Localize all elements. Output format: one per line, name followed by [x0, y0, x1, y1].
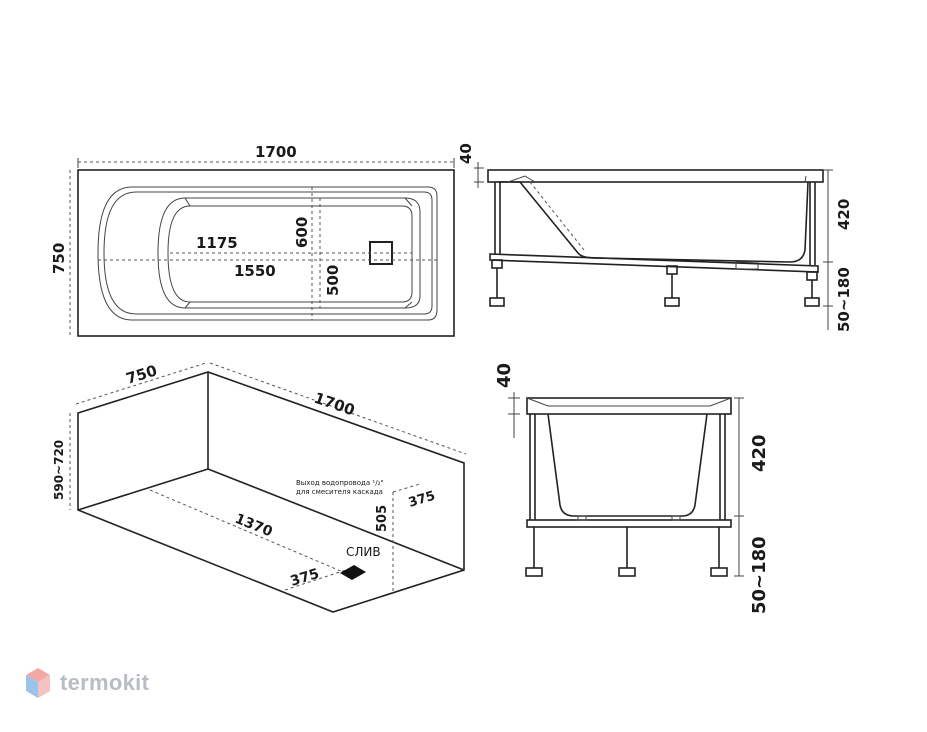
dim-end-height: 420: [749, 434, 770, 472]
iso-view: 750 1700 590~720 Выход водопровода ¹/₂" …: [52, 361, 467, 613]
dim-side-height: 420: [835, 199, 853, 230]
dim-pipe-offset: 375: [407, 489, 437, 511]
side-view: 40 420 50~180: [457, 143, 853, 332]
dim-side-rim: 40: [457, 143, 475, 164]
dim-inner-width: 600: [293, 217, 311, 248]
dim-iso-width: 750: [124, 361, 159, 387]
dim-floor-length: 1370: [233, 511, 275, 541]
dim-iso-length: 1700: [312, 389, 357, 420]
dim-end-rim: 40: [494, 363, 515, 388]
dim-bottom-length: 1550: [234, 262, 276, 280]
dim-iso-height: 590~720: [52, 440, 66, 500]
dim-end-legs: 50~180: [749, 536, 770, 614]
brand-name: termokit: [60, 670, 150, 695]
drain-mark: [340, 565, 366, 580]
dim-side-legs: 50~180: [835, 267, 853, 332]
dim-top-length: 1700: [255, 143, 297, 161]
pipe-note-line2: для смесителя каскада: [296, 488, 383, 496]
cube-icon: [26, 668, 50, 698]
dim-pipe-height: 505: [375, 505, 390, 532]
dim-bottom-width: 500: [324, 265, 342, 296]
drain-label: СЛИВ: [346, 545, 381, 559]
top-view: 1700 750 1175 1550 600 500: [50, 143, 455, 337]
dim-inner-length: 1175: [196, 234, 238, 252]
dim-drain-offset: 375: [288, 566, 321, 590]
pipe-note-line1: Выход водопровода ¹/₂": [296, 479, 384, 487]
end-view: 40 420 50~180: [494, 363, 770, 614]
brand-logo: termokit: [24, 666, 149, 700]
dim-top-width: 750: [50, 243, 68, 274]
